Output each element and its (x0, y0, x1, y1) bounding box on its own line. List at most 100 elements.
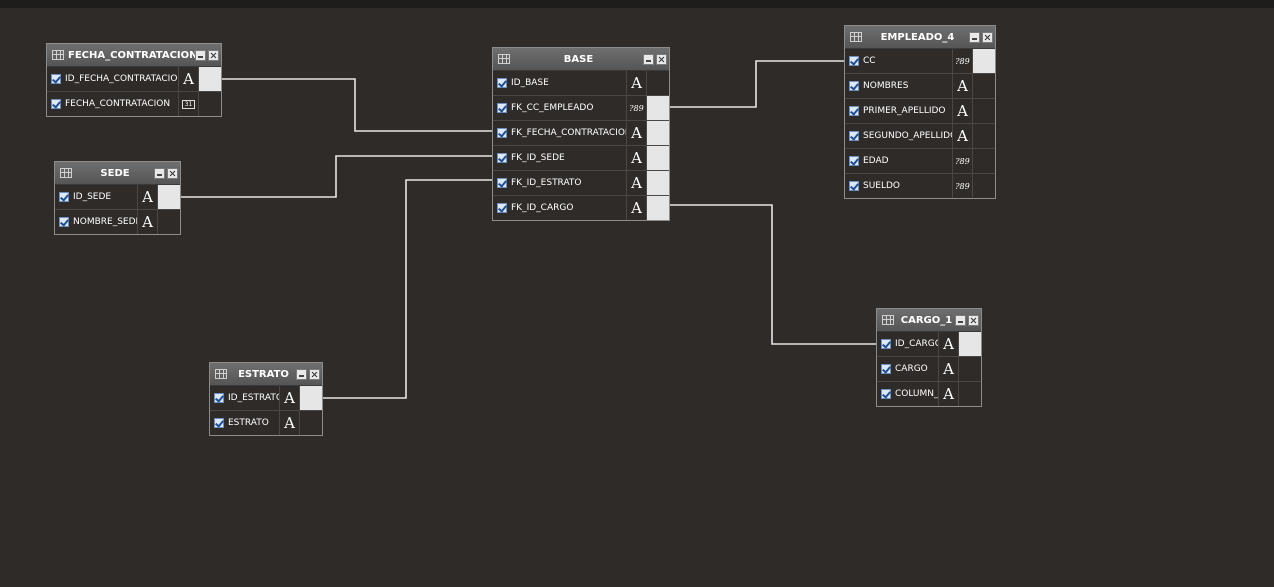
key-connector[interactable] (958, 332, 981, 356)
column-checkbox[interactable] (497, 103, 507, 113)
text-type-icon: A (952, 99, 972, 123)
number-type-icon: ?89 (952, 49, 972, 73)
column-row[interactable]: CARGO A (877, 357, 981, 382)
text-type-icon: A (938, 382, 958, 406)
column-checkbox[interactable] (214, 393, 224, 403)
column-row[interactable]: CC ?89 (845, 49, 995, 74)
column-checkbox[interactable] (497, 203, 507, 213)
column-row[interactable]: ID_CARGO A (877, 332, 981, 357)
table-header[interactable]: BASE (493, 48, 669, 71)
column-row[interactable]: EDAD ?89 (845, 149, 995, 174)
key-connector[interactable] (157, 185, 180, 209)
column-row[interactable]: NOMBRE_SEDE A (55, 210, 180, 234)
column-row[interactable]: FK_ID_ESTRATO A (493, 171, 669, 196)
table-fecha-contratacion[interactable]: FECHA_CONTRATACION ID_FECHA_CONTRATACION… (46, 43, 222, 117)
table-icon (498, 54, 510, 64)
column-end-cell (972, 174, 995, 198)
column-row[interactable]: FK_ID_CARGO A (493, 196, 669, 220)
key-connector[interactable] (646, 146, 669, 170)
key-connector[interactable] (972, 49, 995, 73)
minimize-icon[interactable] (296, 368, 307, 380)
key-connector[interactable] (646, 121, 669, 145)
minimize-icon[interactable] (195, 49, 206, 61)
column-checkbox[interactable] (849, 131, 859, 141)
table-header[interactable]: CARGO_1 (877, 309, 981, 332)
column-row[interactable]: ID_SEDE A (55, 185, 180, 210)
link-base-cargo (669, 204, 876, 345)
text-type-icon: A (626, 196, 646, 220)
column-name: ID_FECHA_CONTRATACION (65, 74, 178, 84)
table-estrato[interactable]: ESTRATO ID_ESTRATO A ESTRATO A (209, 362, 323, 436)
column-row[interactable]: COLUMN_ A (877, 382, 981, 406)
key-connector[interactable] (646, 96, 669, 120)
column-checkbox[interactable] (881, 364, 891, 374)
key-connector[interactable] (646, 196, 669, 220)
column-row[interactable]: FK_ID_SEDE A (493, 146, 669, 171)
close-icon[interactable] (208, 49, 219, 61)
column-name: COLUMN_ (895, 389, 938, 399)
column-name: FECHA_CONTRATACION (65, 99, 171, 109)
column-checkbox[interactable] (849, 181, 859, 191)
link-base-empleado (669, 60, 845, 108)
column-name: FK_ID_ESTRATO (511, 178, 582, 188)
column-row[interactable]: ID_ESTRATO A (210, 386, 322, 411)
column-checkbox[interactable] (59, 192, 69, 202)
table-title: CARGO_1 (900, 314, 953, 326)
column-row[interactable]: ID_FECHA_CONTRATACION A (47, 67, 221, 92)
table-empleado-4[interactable]: EMPLEADO_4 CC ?89 NOMBRES A PRIMER_APELL… (844, 25, 996, 199)
key-connector[interactable] (198, 67, 221, 91)
minimize-icon[interactable] (643, 53, 654, 65)
text-type-icon: A (626, 171, 646, 195)
close-icon[interactable] (656, 53, 667, 65)
column-name: FK_CC_EMPLEADO (511, 103, 594, 113)
column-row[interactable]: SEGUNDO_APELLIDO A (845, 124, 995, 149)
column-row[interactable]: FK_CC_EMPLEADO ?89 (493, 96, 669, 121)
table-header[interactable]: EMPLEADO_4 (845, 26, 995, 49)
column-row[interactable]: NOMBRES A (845, 74, 995, 99)
column-checkbox[interactable] (849, 106, 859, 116)
link-sede-base (180, 155, 492, 198)
table-title: ESTRATO (238, 368, 289, 380)
column-checkbox[interactable] (849, 56, 859, 66)
column-checkbox[interactable] (497, 78, 507, 88)
column-checkbox[interactable] (59, 217, 69, 227)
table-header[interactable]: FECHA_CONTRATACION (47, 44, 221, 67)
column-row[interactable]: SUELDO ?89 (845, 174, 995, 198)
column-checkbox[interactable] (51, 99, 61, 109)
column-row[interactable]: ESTRATO A (210, 411, 322, 435)
table-base[interactable]: BASE ID_BASE A FK_CC_EMPLEADO ?89 FK_FEC… (492, 47, 670, 221)
column-row[interactable]: FECHA_CONTRATACION 31 (47, 92, 221, 116)
column-checkbox[interactable] (214, 418, 224, 428)
column-checkbox[interactable] (497, 128, 507, 138)
minimize-icon[interactable] (955, 314, 966, 326)
table-icon (60, 168, 72, 178)
minimize-icon[interactable] (969, 31, 980, 43)
key-connector[interactable] (299, 386, 322, 410)
close-icon[interactable] (167, 167, 178, 179)
table-sede[interactable]: SEDE ID_SEDE A NOMBRE_SEDE A (54, 161, 181, 235)
table-header[interactable]: SEDE (55, 162, 180, 185)
column-row[interactable]: ID_BASE A (493, 71, 669, 96)
column-checkbox[interactable] (51, 74, 61, 84)
column-name: ID_BASE (511, 78, 549, 88)
column-checkbox[interactable] (849, 81, 859, 91)
column-name: SEGUNDO_APELLIDO (863, 131, 952, 141)
column-checkbox[interactable] (849, 156, 859, 166)
key-connector[interactable] (646, 171, 669, 195)
column-row[interactable]: PRIMER_APELLIDO A (845, 99, 995, 124)
date-type-glyph: 31 (182, 99, 195, 109)
table-cargo-1[interactable]: CARGO_1 ID_CARGO A CARGO A COLUMN_ A (876, 308, 982, 407)
close-icon[interactable] (309, 368, 320, 380)
column-checkbox[interactable] (881, 339, 891, 349)
column-name: ID_SEDE (73, 192, 112, 202)
column-checkbox[interactable] (881, 389, 891, 399)
close-icon[interactable] (982, 31, 993, 43)
column-checkbox[interactable] (497, 153, 507, 163)
column-row[interactable]: FK_FECHA_CONTRATACION A (493, 121, 669, 146)
close-icon[interactable] (968, 314, 979, 326)
column-name: FK_ID_CARGO (511, 203, 574, 213)
column-checkbox[interactable] (497, 178, 507, 188)
minimize-icon[interactable] (154, 167, 165, 179)
table-header[interactable]: ESTRATO (210, 363, 322, 386)
